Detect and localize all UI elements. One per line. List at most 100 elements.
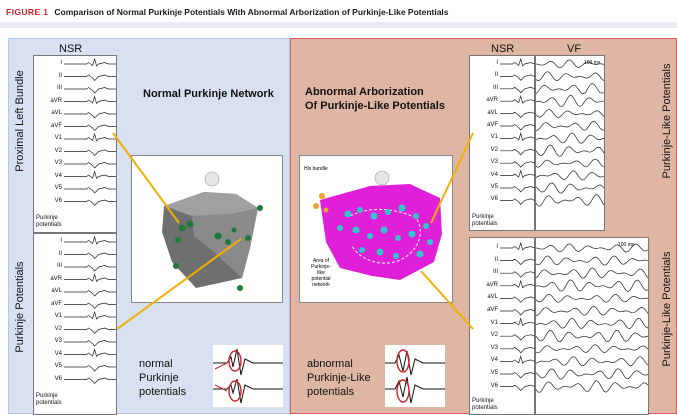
ecg-trace	[64, 132, 116, 142]
lead-label: III	[56, 85, 62, 91]
ecg-trace	[64, 74, 116, 82]
left-model-box	[131, 155, 283, 303]
ecg-trace	[64, 199, 116, 207]
ecg-trace	[64, 95, 116, 105]
vf-trace	[535, 109, 605, 118]
ecg-trace	[500, 258, 535, 266]
left-inset-text: normal Purkinje potentials	[139, 358, 187, 398]
vf-trace	[535, 144, 605, 157]
vf-trace	[535, 293, 649, 303]
lead-label: V2	[54, 325, 62, 332]
lead-label: V6	[490, 196, 498, 203]
left-bottom-ecg-traces	[64, 235, 116, 385]
lead-label: V6	[490, 382, 498, 389]
lead-label: aVR	[486, 97, 498, 104]
ecg-trace	[64, 273, 116, 283]
ecg-trace	[64, 310, 116, 320]
ecg-trace	[64, 290, 116, 297]
vf-trace	[535, 344, 649, 354]
ecg-trace	[64, 365, 116, 372]
vf-trace	[535, 356, 649, 367]
ecg-trace	[64, 252, 116, 260]
lead-label: V1	[490, 134, 498, 141]
lead-label: V3	[490, 344, 498, 351]
normal-purkinje-model	[162, 171, 263, 291]
left-top-ecg-traces	[64, 57, 116, 207]
vf-trace	[535, 71, 605, 82]
right-inset-text: abnormal Purkinje-Like potentials	[307, 358, 371, 398]
lead-label: V3	[54, 160, 62, 166]
right-bottom-scale-label: 100 ms	[618, 242, 635, 248]
lead-label: V1	[54, 135, 62, 141]
vf-trace	[535, 243, 649, 253]
figure-title: Comparison of Normal Purkinje Potentials…	[54, 7, 449, 17]
lead-label: V2	[490, 332, 498, 339]
right-top-vf-traces	[535, 59, 605, 207]
lead-label: V2	[54, 147, 62, 154]
ecg-trace	[64, 149, 116, 157]
ecg-trace	[64, 265, 116, 272]
vf-trace	[535, 83, 605, 94]
header-rule	[0, 22, 677, 28]
lead-label: V2	[490, 146, 498, 153]
ecg-trace	[64, 327, 116, 335]
ecg-trace	[64, 87, 116, 94]
abnormal-purkinje-model	[313, 170, 442, 280]
lead-label: II	[494, 256, 498, 263]
area-network-label: Area of Purkinje- like potential network	[311, 258, 331, 288]
ecg-trace	[500, 132, 535, 142]
figure-number: FIGURE 1	[6, 7, 49, 17]
ecg-trace	[500, 161, 535, 168]
lead-label: V5	[490, 370, 498, 376]
lead-label: I	[60, 60, 62, 66]
ecg-trace	[500, 279, 535, 289]
vf-trace	[535, 132, 605, 144]
ecg-trace	[500, 86, 535, 94]
vf-trace	[535, 170, 605, 181]
left-panel: NSR Proximal Left Bundle Purkinje Potent…	[8, 38, 290, 415]
ecg-trace	[500, 241, 535, 251]
right-title: Abnormal Arborization Of Purkinje-Like P…	[305, 86, 445, 112]
ecg-trace	[500, 334, 535, 341]
ecg-trace	[64, 57, 116, 67]
ecg-trace	[64, 348, 116, 358]
ecg-trace	[500, 74, 535, 81]
vf-trace	[535, 317, 649, 329]
ecg-trace	[64, 124, 116, 132]
lead-label: aVF	[486, 122, 498, 128]
right-top-scale-label: 100 ms	[584, 60, 601, 66]
left-nsr-label: NSR	[59, 43, 83, 55]
ecg-trace	[64, 302, 116, 310]
ecg-trace	[64, 112, 116, 119]
ecg-trace	[500, 355, 535, 365]
lead-label: aVF	[50, 300, 62, 307]
right-top-vf-box: 100 ms	[535, 55, 605, 231]
lead-label: V5	[490, 184, 498, 190]
right-vf-label: VF	[567, 43, 582, 55]
vf-trace	[535, 120, 605, 131]
right-top-nsr-traces	[500, 57, 535, 205]
ecg-trace	[500, 148, 535, 156]
lead-label: V1	[54, 313, 62, 319]
right-nsr-label: NSR	[491, 43, 515, 55]
model-face-icon	[374, 170, 390, 186]
lead-label: V6	[54, 197, 62, 204]
lead-label: aVL	[487, 109, 498, 116]
lead-label: III	[492, 269, 498, 276]
ecg-trace	[500, 186, 535, 193]
vf-trace	[535, 94, 605, 107]
right-bottom-nsr-traces	[500, 241, 535, 392]
ecg-trace	[500, 271, 535, 278]
ecg-trace	[500, 317, 535, 327]
ecg-trace	[500, 124, 535, 131]
ecg-trace	[64, 170, 116, 180]
lead-label: III	[492, 84, 498, 91]
vf-trace	[535, 279, 649, 293]
ecg-trace	[64, 340, 116, 347]
lead-label: V5	[54, 363, 62, 369]
lead-label: II	[58, 250, 62, 257]
